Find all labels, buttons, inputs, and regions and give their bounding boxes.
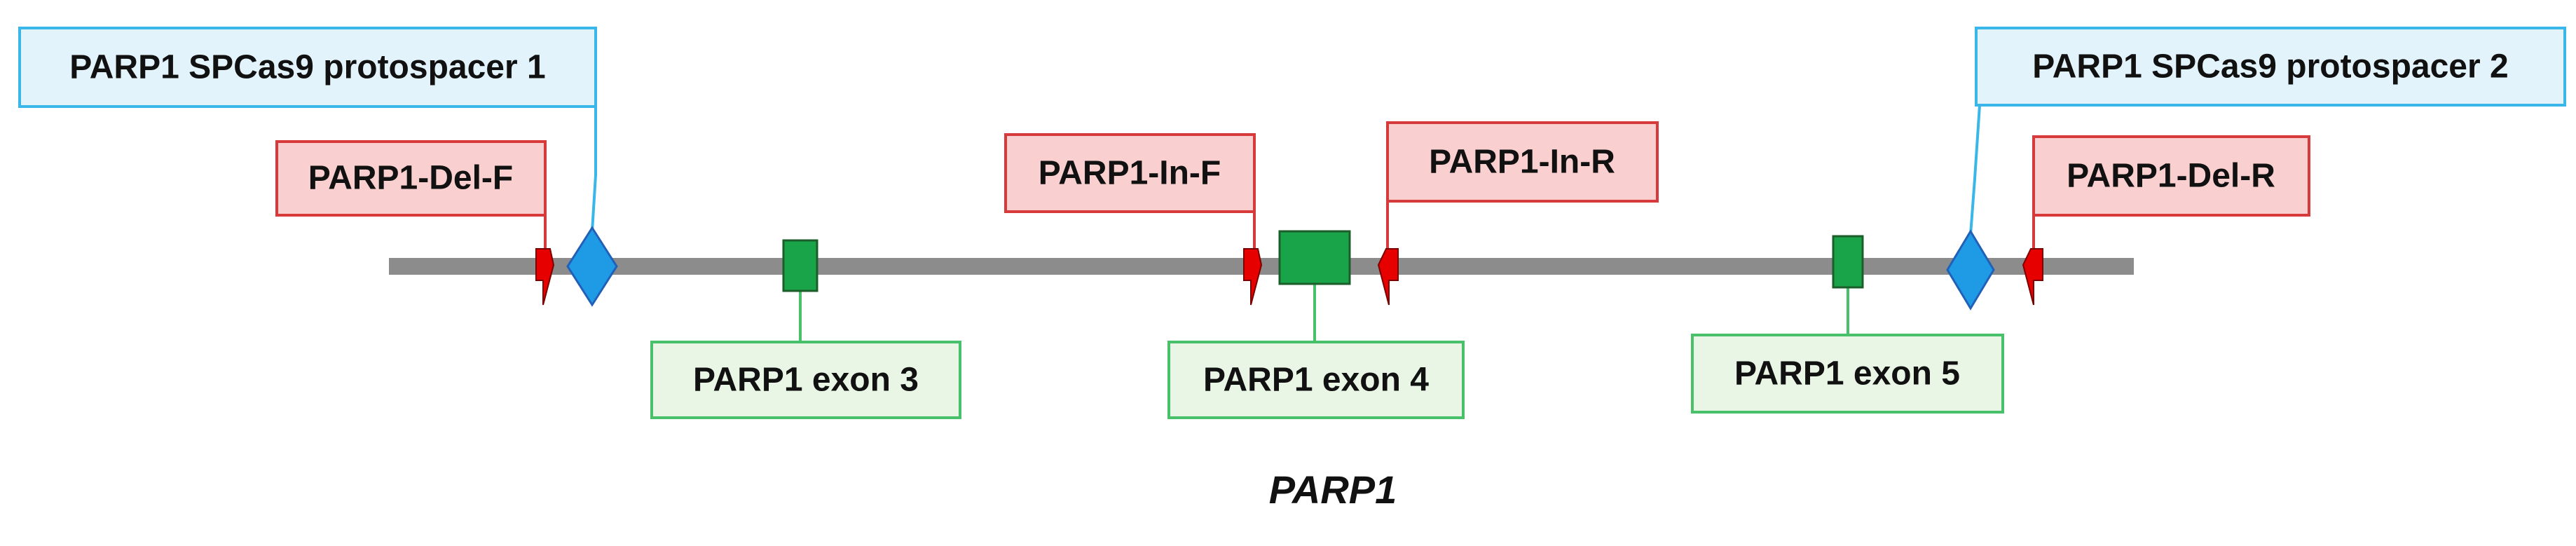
protospacer-2-cut-site <box>1946 229 1995 310</box>
primer-del-r-label: PARP1-Del-R <box>2067 158 2275 195</box>
exon-5-box <box>1691 334 2004 414</box>
primer-in-f-callout: PARP1-In-F <box>1004 133 1256 213</box>
primer-in-r-label: PARP1-In-R <box>1429 144 1615 181</box>
primer-del-f-label: PARP1-Del-F <box>308 160 513 197</box>
primer-del-f-arrow <box>535 248 555 306</box>
exon-4-block <box>1278 230 1351 285</box>
protospacer-2-label: PARP1 SPCas9 protospacer 2 <box>2032 48 2508 86</box>
exon-3-label: PARP1 exon 3 <box>693 362 919 399</box>
protospacer-1-box <box>18 27 597 108</box>
exon-3-box <box>650 341 961 419</box>
protospacer-2-leader-line <box>1969 104 1981 236</box>
protospacer-2-box <box>1975 27 2566 107</box>
primer-in-r-arrow <box>1377 248 1399 306</box>
protospacer-1-leader-line <box>591 105 597 232</box>
primer-del-f-box <box>275 140 547 217</box>
protospacer-1-callout: PARP1 SPCas9 protospacer 1 <box>18 27 597 108</box>
exon-4-box <box>1167 341 1465 419</box>
protospacer-1-cut-site <box>566 226 618 307</box>
primer-del-f-callout: PARP1-Del-F <box>275 140 547 217</box>
exon-5-block <box>1832 235 1864 289</box>
exon-3-callout: PARP1 exon 3 <box>650 341 961 419</box>
primer-del-r-box <box>2032 135 2310 217</box>
primer-in-r-callout: PARP1-In-R <box>1386 121 1659 203</box>
exon-3-block <box>782 239 818 292</box>
primer-in-r-box <box>1386 121 1659 203</box>
exon-5-callout: PARP1 exon 5 <box>1691 334 2004 414</box>
exon-4-label: PARP1 exon 4 <box>1203 362 1429 399</box>
exon-4-callout: PARP1 exon 4 <box>1167 341 1465 419</box>
exon-5-label: PARP1 exon 5 <box>1734 355 1960 393</box>
primer-in-f-box <box>1004 133 1256 213</box>
primer-del-r-arrow <box>2022 248 2043 306</box>
gene-name-caption: PARP1 <box>1269 467 1397 512</box>
primer-in-f-label: PARP1-In-F <box>1039 155 1221 192</box>
primer-del-r-callout: PARP1-Del-R <box>2032 135 2310 217</box>
protospacer-1-label: PARP1 SPCas9 protospacer 1 <box>69 49 545 86</box>
protospacer-2-callout: PARP1 SPCas9 protospacer 2 <box>1975 27 2566 107</box>
primer-in-f-arrow <box>1243 248 1263 306</box>
